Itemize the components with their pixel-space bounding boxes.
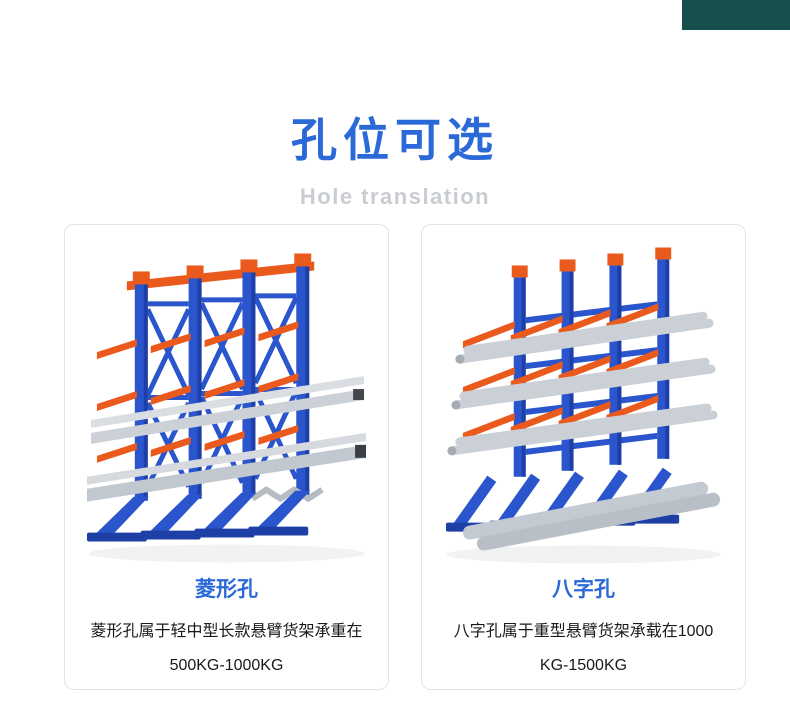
cards-row: 菱形孔 菱形孔属于轻中型长款悬臂货架承重在 500KG-1000KG <box>64 224 746 690</box>
splay-hole-rack-image <box>445 247 722 564</box>
page-title: 孔位可选 <box>291 114 499 166</box>
card-title-splay-hole: 八字孔 <box>552 578 615 601</box>
card-desc-line1: 菱形孔属于轻中型长款悬臂货架承重在 <box>90 623 363 640</box>
page: 孔位可选 Hole translation <box>0 0 790 690</box>
diamond-hole-rack-image-wrapper <box>77 237 376 567</box>
card-desc-diamond-hole: 菱形孔属于轻中型长款悬臂货架承重在 500KG-1000KG <box>90 615 362 683</box>
header: 孔位可选 Hole translation <box>0 0 790 210</box>
card-title-diamond-hole: 菱形孔 <box>195 578 258 601</box>
diamond-hole-rack-image <box>86 253 367 563</box>
card-diamond-hole: 菱形孔 菱形孔属于轻中型长款悬臂货架承重在 500KG-1000KG <box>64 224 389 690</box>
card-desc-line2: 500KG-1000KG <box>169 657 284 674</box>
page-subtitle: Hole translation <box>299 184 491 209</box>
card-desc-line2: KG-1500KG <box>539 657 628 674</box>
splay-hole-rack-image-wrapper <box>434 237 733 567</box>
corner-banner <box>682 0 790 30</box>
card-splay-hole: 八字孔 八字孔属于重型悬臂货架承载在1000 KG-1500KG <box>421 224 746 690</box>
card-desc-splay-hole: 八字孔属于重型悬臂货架承载在1000 KG-1500KG <box>454 615 714 683</box>
card-desc-line1: 八字孔属于重型悬臂货架承载在1000 <box>453 623 714 640</box>
